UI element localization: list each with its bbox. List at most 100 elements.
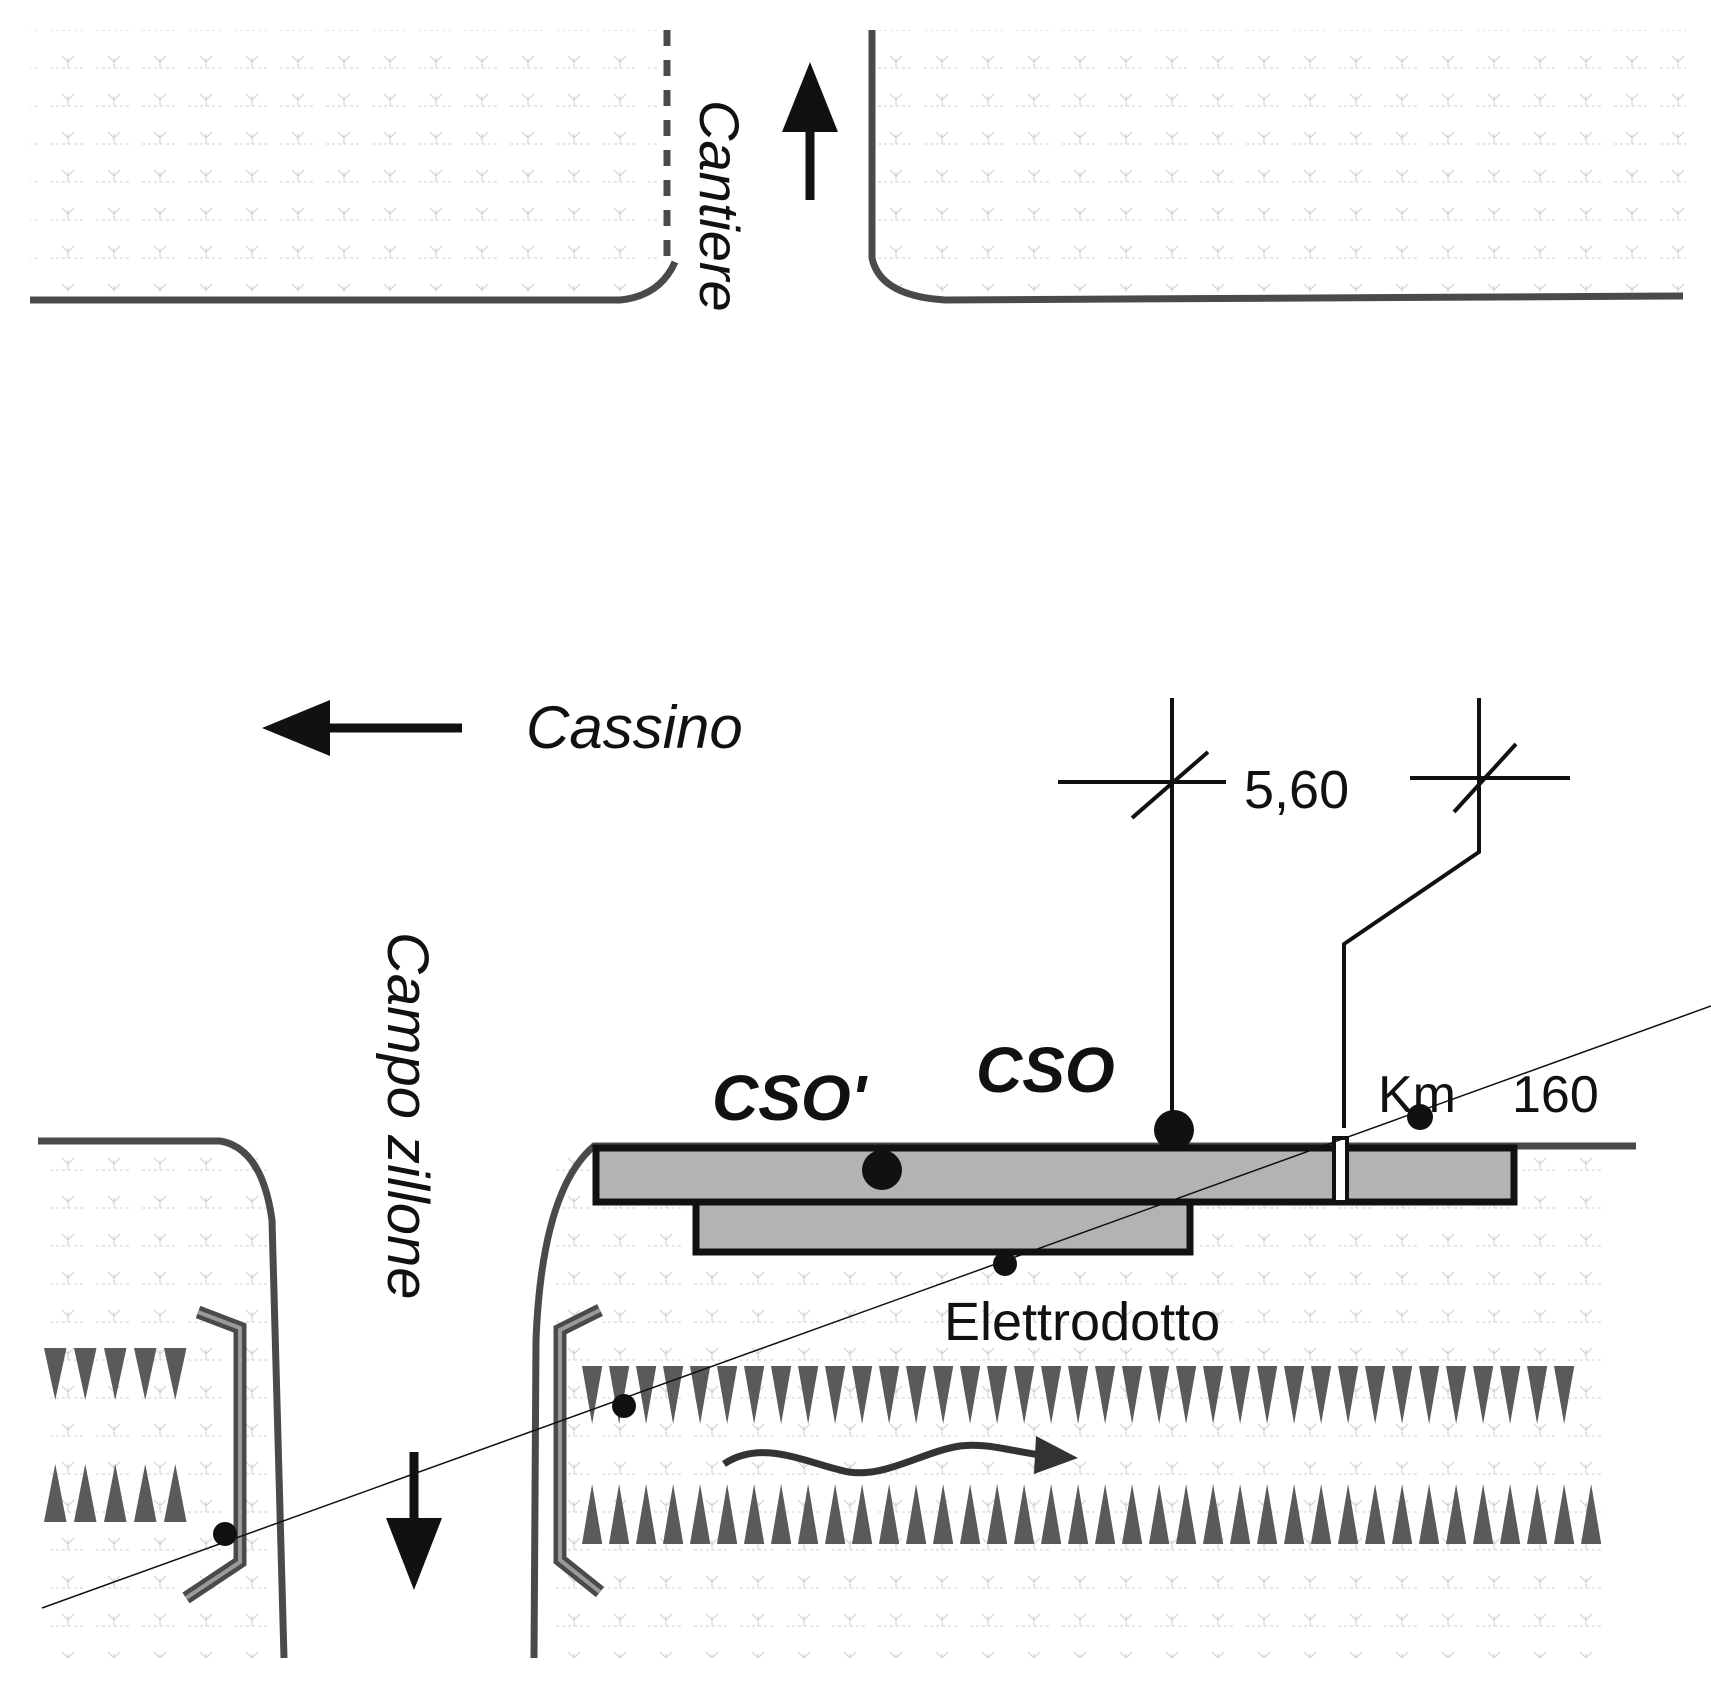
tree-shape (1473, 1484, 1494, 1544)
tree-shape (1554, 1484, 1575, 1544)
tree-shape (1203, 1366, 1224, 1424)
tree-shape (1122, 1366, 1143, 1424)
tree-shape (609, 1484, 630, 1544)
dimension-marker-right (1342, 698, 1570, 1128)
road-edge-bottom-right (530, 1142, 1636, 1659)
tree-shape (582, 1366, 603, 1424)
tree-shape (717, 1484, 738, 1544)
tree-shape (717, 1366, 738, 1424)
tree-shape (1527, 1484, 1548, 1544)
tree-shape (1365, 1366, 1386, 1424)
arrow-left-icon (262, 700, 462, 756)
tree-shape (1203, 1484, 1224, 1544)
point-cso-prime (862, 1150, 902, 1190)
dimension-marker-left (1058, 698, 1226, 1128)
tree-shape (1041, 1484, 1062, 1544)
label-distance: 5,60 (1244, 760, 1349, 820)
tree-shape (1473, 1366, 1494, 1424)
tree-shape (663, 1366, 684, 1424)
tree-shape (987, 1484, 1008, 1544)
tree-shape (744, 1484, 765, 1544)
tree-shape (1230, 1366, 1251, 1424)
tree-shape (825, 1484, 846, 1544)
flow-arrow-icon (722, 1436, 1078, 1477)
tree-row-left-top (44, 1348, 187, 1400)
label-km-value: 160 (1512, 1066, 1599, 1124)
tree-shape (1392, 1366, 1413, 1424)
tree-row-right-top (582, 1366, 1575, 1424)
point-cso (1154, 1110, 1194, 1150)
slab-joint (1332, 1136, 1349, 1204)
tree-shape (1284, 1366, 1305, 1424)
point-guardrail-left (213, 1522, 237, 1546)
tree-shape (1419, 1366, 1440, 1424)
arrow-up-icon (782, 62, 838, 200)
tree-shape (1500, 1484, 1521, 1544)
tree-shape (1014, 1366, 1035, 1424)
guardrail-left-inner (184, 1310, 242, 1600)
tree-shape (1176, 1366, 1197, 1424)
tree-shape (1311, 1484, 1332, 1544)
tree-shape (906, 1366, 927, 1424)
tree-shape (636, 1366, 657, 1424)
tree-shape (690, 1366, 711, 1424)
tree-shape (825, 1366, 846, 1424)
tree-shape (1095, 1366, 1116, 1424)
tree-shape (960, 1366, 981, 1424)
tree-shape (104, 1464, 127, 1522)
tree-shape (798, 1484, 819, 1544)
tree-shape (798, 1366, 819, 1424)
tree-shape (1149, 1484, 1170, 1544)
label-cantiere: Cantiere (688, 100, 751, 312)
label-campo-zillone: Campo zillone (375, 932, 440, 1300)
label-cso-prime: CSO' (712, 1062, 868, 1134)
tree-shape (609, 1366, 630, 1424)
tree-shape (1176, 1484, 1197, 1544)
tree-shape (636, 1484, 657, 1544)
tree-shape (74, 1464, 97, 1522)
tree-shape (44, 1464, 67, 1522)
tree-shape (1068, 1366, 1089, 1424)
tree-shape (1230, 1484, 1251, 1544)
tree-shape (164, 1348, 187, 1400)
label-cso: CSO (976, 1034, 1115, 1106)
tree-shape (879, 1366, 900, 1424)
tree-shape (1446, 1484, 1467, 1544)
field-top-right (876, 30, 1686, 292)
point-km (1407, 1104, 1433, 1130)
tree-shape (164, 1464, 187, 1522)
arrow-down-icon (386, 1452, 442, 1590)
tree-shape (1257, 1484, 1278, 1544)
tree-shape (933, 1484, 954, 1544)
tree-shape (879, 1484, 900, 1544)
point-elettrodotto (993, 1252, 1017, 1276)
tree-shape (1311, 1366, 1332, 1424)
tree-shape (771, 1484, 792, 1544)
field-top-left (30, 30, 660, 292)
tree-row-left-bottom (44, 1464, 187, 1522)
tree-row-right-bottom (582, 1484, 1602, 1544)
guardrail-right-inner (558, 1308, 602, 1594)
tree-shape (134, 1464, 157, 1522)
tree-shape (1284, 1484, 1305, 1544)
label-cassino: Cassino (526, 694, 743, 761)
road-edge-top-left (30, 260, 679, 304)
tree-shape (1068, 1484, 1089, 1544)
tree-shape (1338, 1484, 1359, 1544)
slab-lower (692, 1198, 1194, 1256)
tree-shape (1041, 1366, 1062, 1424)
tree-shape (852, 1366, 873, 1424)
slab-upper (592, 1144, 1518, 1206)
tree-shape (1446, 1366, 1467, 1424)
tree-shape (771, 1366, 792, 1424)
road-edge-bottom-left (38, 1137, 288, 1659)
tree-shape (1122, 1484, 1143, 1544)
road-edge-top-right (868, 30, 1684, 304)
tree-shape (1392, 1484, 1413, 1544)
tree-shape (852, 1484, 873, 1544)
tree-shape (104, 1348, 127, 1400)
tree-shape (960, 1484, 981, 1544)
tree-shape (1527, 1366, 1548, 1424)
point-guardrail-right (612, 1394, 636, 1418)
